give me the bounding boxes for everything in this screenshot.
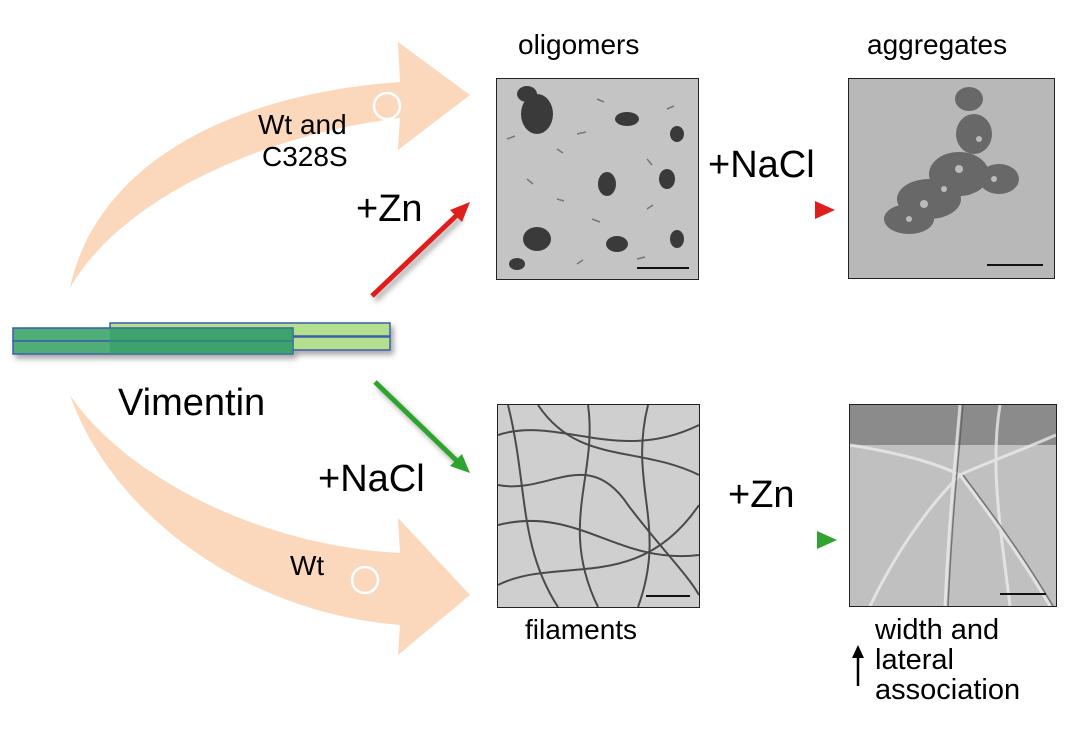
up-arrow-icon <box>852 645 864 686</box>
circle-icon-upper <box>372 91 402 121</box>
big-arrow-upper <box>70 42 470 288</box>
label-wt-c328s-line2: C328S <box>262 141 348 172</box>
label-width-line1: width and <box>875 614 1000 646</box>
scale-bar <box>646 595 690 597</box>
label-width-line2: lateral <box>875 644 954 676</box>
label-oligomers: oligomers <box>518 29 640 60</box>
label-plus-nacl-top: +NaCl <box>708 144 815 186</box>
vimentin-molecule <box>12 322 391 355</box>
label-wt: Wt <box>290 550 325 581</box>
big-arrow-lower <box>70 395 470 655</box>
vimentin-overlap <box>110 328 293 354</box>
label-plus-zn-top: +Zn <box>356 188 423 230</box>
label-wt-c328s-line1: Wt and <box>258 109 347 140</box>
label-aggregates: aggregates <box>867 29 1008 60</box>
circle-icon-lower <box>350 565 380 595</box>
green-arrow-to-filaments <box>373 380 470 473</box>
filaments-micrograph <box>497 404 700 608</box>
aggregates-micrograph <box>848 78 1055 279</box>
red-arrow-to-aggregates <box>712 201 835 219</box>
label-plus-zn-bottom: +Zn <box>728 474 795 516</box>
red-arrow-to-oligomers <box>370 202 470 298</box>
label-width-line3: association <box>875 674 1021 706</box>
label-plus-nacl-bottom: +NaCl <box>318 458 425 500</box>
bundled-filaments-micrograph <box>849 404 1057 607</box>
scale-bar <box>637 267 689 269</box>
scale-bar <box>1000 593 1046 595</box>
green-arrow-to-bundles <box>712 531 837 549</box>
scale-bar <box>987 264 1043 266</box>
oligomers-micrograph <box>496 78 699 280</box>
label-vimentin: Vimentin <box>118 382 266 424</box>
label-filaments: filaments <box>525 614 638 645</box>
